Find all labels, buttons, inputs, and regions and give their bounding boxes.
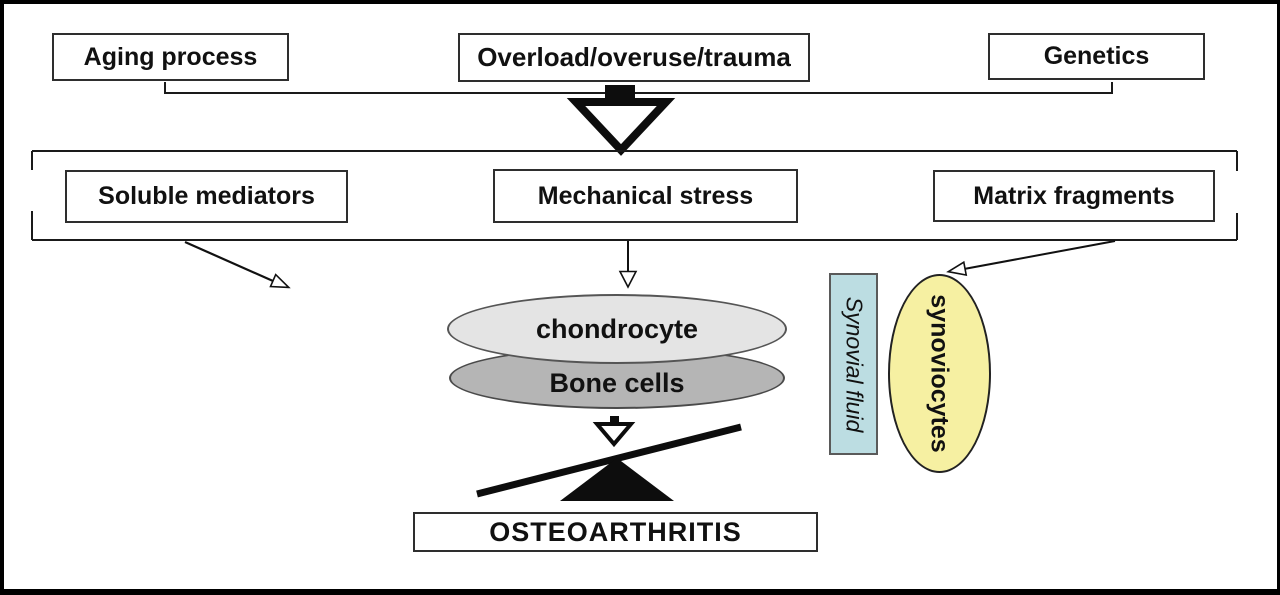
- balance-seesaw-icon: [476, 423, 742, 501]
- soluble-mediators-box: Soluble mediators: [65, 170, 348, 223]
- chondrocyte-ellipse: chondrocyte: [447, 294, 787, 364]
- mechanical-stress-box: Mechanical stress: [493, 169, 798, 223]
- aging-process-box: Aging process: [52, 33, 289, 81]
- center-down-arrow-icon: [618, 241, 638, 289]
- large-down-arrow-icon: [566, 85, 676, 156]
- top-connector-line: [164, 82, 1113, 94]
- right-diagonal-arrow-icon: [946, 240, 1116, 276]
- genetics-box: Genetics: [988, 33, 1205, 80]
- overload-overuse-trauma-box: Overload/overuse/trauma: [458, 33, 810, 82]
- chondrocyte-label: chondrocyte: [535, 313, 699, 344]
- synoviocytes-ellipse: synoviocytes: [888, 274, 991, 473]
- left-diagonal-arrow-icon: [184, 240, 291, 289]
- synoviocytes-label: synoviocytes: [926, 294, 955, 453]
- synovial-fluid-box: Synovial fluid: [829, 273, 878, 455]
- synovial-fluid-label: Synovial fluid: [841, 296, 867, 432]
- small-down-arrow-icon: [592, 416, 636, 448]
- bone-cells-label: Bone cells: [549, 368, 685, 398]
- matrix-fragments-box: Matrix fragments: [933, 170, 1215, 222]
- mediators-band-bracket: [31, 150, 1238, 241]
- osteoarthritis-box: OSTEOARTHRITIS: [413, 512, 818, 552]
